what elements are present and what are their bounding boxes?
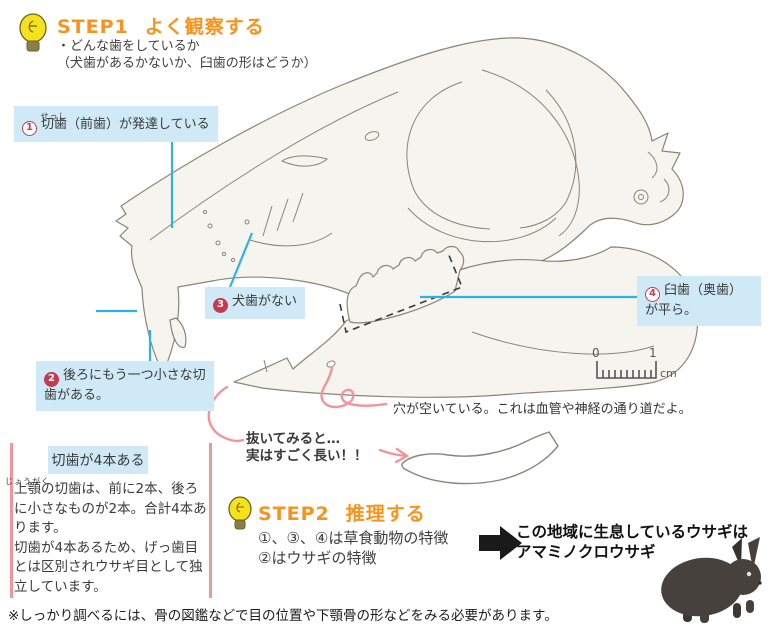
- pink-arrow-icon: [378, 447, 410, 464]
- footnote: ※しっかり調べるには、骨の図鑑などで目の位置や下顎骨の形などをみる必要があります…: [8, 608, 558, 624]
- info-box-right-rule: [209, 443, 212, 598]
- info-box-body: じょうがく上顎の切歯は、前に2本、後ろに小さなものが2本。合計4本あります。 切…: [5, 477, 211, 597]
- callout-4-text: 臼歯（奥歯）が平ら。: [645, 283, 743, 318]
- info-box-paragraph-1: じょうがく上顎の切歯は、前に2本、後ろに小さなものが2本。合計4本あります。: [5, 477, 207, 536]
- arrow-right-icon: [479, 526, 522, 560]
- ruby-jougaku: じょうがく上顎: [5, 477, 50, 497]
- molar-dashed-outline: [339, 252, 464, 334]
- scale-one-label: 1: [649, 346, 657, 360]
- circled-number-4: 4: [645, 286, 660, 302]
- step1-heading: STEP1 よく観察する: [57, 12, 265, 39]
- circled-number-1: 1: [22, 120, 37, 136]
- lightbulb-icon: [19, 13, 47, 52]
- skull-detail-lines: [149, 69, 670, 373]
- tooth-note-line-2: 実はすごく長い！！: [246, 448, 368, 464]
- tooth-note-line-1: 抜いてみると…: [246, 431, 341, 447]
- step2-heading: STEP2 推理する: [258, 499, 426, 526]
- info-box-paragraph-2: 切歯が4本あるため、げっ歯目とは区別されウサギ目として独立しています。: [14, 539, 203, 595]
- conclusion-line-1: この地域に生息しているウサギは: [516, 523, 749, 541]
- step1-bullet-2: （犬歯があるかないか、臼歯の形はどうか）: [57, 56, 317, 71]
- callout-no-canines: 3 犬歯がない: [205, 287, 306, 319]
- callout-1-text: （前歯）が発達している: [67, 117, 210, 132]
- callout-2-text: 後ろにもう一つ小さな切歯がある。: [44, 368, 206, 403]
- circled-number-3: 3: [213, 297, 228, 313]
- scale-unit-label: cm: [660, 367, 677, 380]
- info-box-title: 切歯が4本ある: [48, 446, 148, 474]
- hole-note: 穴が空いている。これは血管や神経の通り道だよ。: [393, 402, 692, 417]
- step1-label: STEP1: [57, 16, 129, 38]
- step2-line-1: ①、③、④は草食動物の特徴: [258, 529, 449, 547]
- scale-bar: [596, 361, 657, 379]
- step2-line-2: ②はウサギの特徴: [258, 549, 377, 567]
- scale-zero-label: 0: [592, 346, 600, 360]
- ruby-sesshi: せっし切歯: [40, 112, 68, 132]
- info-box-left-rule: [10, 443, 13, 598]
- step1-title: よく観察する: [144, 16, 265, 38]
- step2-title: 推理する: [345, 503, 426, 525]
- callout-3-text: 犬歯がない: [232, 294, 298, 309]
- rabbit-photo: [661, 537, 762, 623]
- step1-bullet-1: ・どんな歯をしているか: [57, 39, 200, 54]
- conclusion-line-2: アマミノクロウサギ: [516, 543, 656, 561]
- lightbulb-icon: [228, 496, 252, 530]
- step2-label: STEP2: [258, 503, 330, 525]
- skull-illustration: [115, 37, 699, 398]
- tooth-note: 抜いてみると… 実はすごく長い！！: [246, 431, 368, 465]
- conclusion: この地域に生息しているウサギは アマミノクロウサギ: [516, 522, 748, 562]
- callout-connector-lines: [96, 140, 637, 361]
- long-incisor-illustration: [401, 431, 559, 485]
- circled-number-2: 2: [44, 371, 59, 387]
